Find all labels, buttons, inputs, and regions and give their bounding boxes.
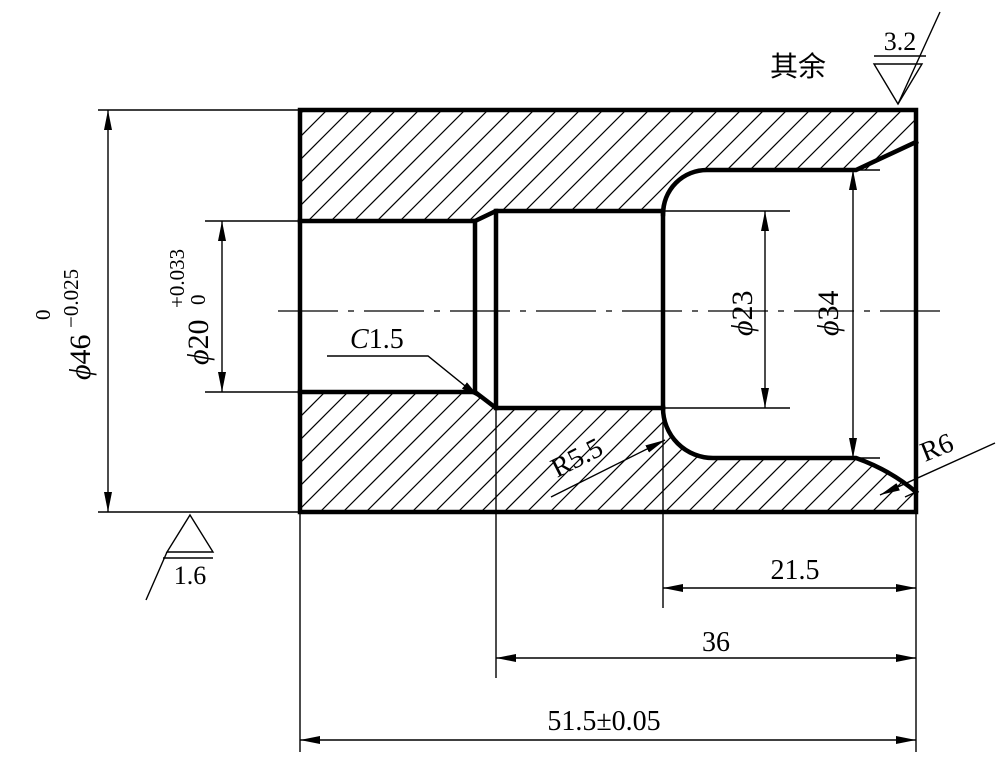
- hatch-line: [578, 110, 698, 221]
- roughness-note: 其余: [770, 51, 826, 83]
- radius-inner-leader: [550, 439, 666, 498]
- hatch-line: [777, 392, 905, 512]
- hatch-line: [134, 388, 260, 514]
- hatch-line: [463, 110, 583, 221]
- svg-text:ϕ20: ϕ20: [182, 319, 215, 365]
- outer-diameter-upper-tol: 0: [31, 310, 55, 321]
- hatch-line: [808, 110, 916, 221]
- dim-text-counterbore: 21.5: [771, 555, 820, 586]
- hatch-line: [693, 110, 813, 221]
- hatch-line: [300, 392, 422, 512]
- small-bore-upper-tol: +0.033: [165, 249, 189, 308]
- hatch-line: [300, 392, 330, 512]
- hatch-line: [924, 108, 1003, 226]
- svg-text:ϕ23: ϕ23: [726, 290, 759, 336]
- hatch-line: [731, 392, 859, 512]
- roughness-symbol-outer: 1.6: [145, 513, 215, 601]
- hatch-line: [532, 110, 652, 221]
- chamfer-leader: [327, 355, 481, 399]
- hatch-line: [300, 110, 330, 221]
- radius-outer-leader: [879, 442, 996, 496]
- hatch-line: [716, 110, 836, 221]
- hatch-line: [601, 110, 721, 221]
- hatch-line: [300, 392, 399, 512]
- hatch-line: [624, 110, 744, 221]
- hatch-line: [739, 110, 859, 221]
- hatch-line: [877, 110, 916, 221]
- hatch-line: [785, 110, 905, 221]
- hatch-line: [363, 392, 491, 512]
- hatch-line: [300, 110, 307, 221]
- small-bore-lower-tol: 0: [186, 295, 210, 306]
- hatch-line: [300, 392, 353, 512]
- hatch-line: [831, 110, 916, 221]
- hatch-line: [386, 392, 514, 512]
- hatch-line: [317, 392, 445, 512]
- outer-diameter-lower-tol: −0.025: [59, 269, 83, 328]
- hatch-line: [708, 392, 836, 512]
- dim-text-small-bore: ϕ20 +0.033 0: [165, 249, 215, 365]
- hatch-line: [662, 392, 790, 512]
- hatch-line: [509, 110, 629, 221]
- dimension-lines: [104, 110, 916, 744]
- dim-text-outer-diameter: ϕ46 0 −0.025: [31, 269, 97, 380]
- hatch-line: [440, 110, 560, 221]
- hatch-line: [300, 110, 399, 221]
- roughness-outer-value: 1.6: [174, 561, 207, 590]
- hatch-line: [300, 110, 353, 221]
- hatch-line: [302, 110, 422, 221]
- hatch-line: [325, 110, 445, 221]
- hatch-line: [486, 110, 606, 221]
- hatch-line: [371, 110, 491, 221]
- hatch-line: [754, 392, 882, 512]
- section-hatching-top: [142, 108, 1003, 226]
- hatch-line: [157, 388, 283, 514]
- chamfer-label: C1.5: [350, 324, 404, 355]
- hatch-line: [555, 110, 675, 221]
- hatch-line: [300, 392, 376, 512]
- hatch-line: [417, 110, 537, 221]
- hatch-line: [685, 392, 813, 512]
- leader-lines: [327, 355, 996, 498]
- hatch-line: [300, 110, 376, 221]
- hatch-line: [394, 110, 514, 221]
- hatch-line: [165, 108, 283, 226]
- roughness-general-value: 3.2: [884, 27, 917, 56]
- hatch-line: [348, 110, 468, 221]
- roughness-symbol-general: 3.2 其余: [770, 11, 941, 106]
- dim-text-total: 51.5±0.05: [547, 706, 660, 737]
- hatch-line: [300, 392, 307, 512]
- svg-text:ϕ34: ϕ34: [812, 290, 845, 336]
- hatch-line: [142, 108, 260, 226]
- dim-text-bore-depth: 36: [702, 627, 730, 658]
- dim-text-mid-bore: ϕ23: [726, 290, 759, 336]
- dim-text-large-bore: ϕ34: [812, 290, 845, 336]
- svg-text:ϕ46: ϕ46: [64, 334, 97, 380]
- hatch-line: [340, 392, 468, 512]
- hatch-line: [670, 110, 790, 221]
- hatch-line: [947, 108, 1003, 226]
